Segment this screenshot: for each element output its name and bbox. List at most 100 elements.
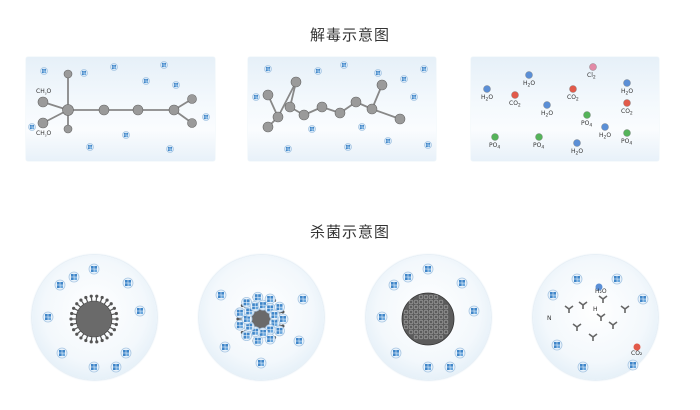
water-molecule-icon — [445, 362, 455, 372]
product-molecule: H2O — [523, 72, 535, 89]
water-molecule-icon — [309, 126, 316, 133]
water-molecule-icon — [345, 144, 352, 151]
svg-text:H2O: H2O — [481, 94, 493, 103]
svg-text:Cl2: Cl2 — [587, 72, 596, 81]
water-molecule-icon — [253, 336, 263, 346]
water-molecule-icon — [423, 264, 433, 274]
virus-fragment — [579, 302, 587, 309]
product-molecule: CO2 — [567, 86, 579, 103]
water-molecule-icon — [235, 308, 245, 318]
organophosphate-molecule-icon: CH₃O CH₃O — [26, 57, 215, 161]
water-molecule-icon — [612, 274, 622, 284]
water-molecule-icon — [298, 294, 308, 304]
sterilize-step-4: H₂O CO₂ N H — [533, 255, 658, 380]
water-molecule-icon — [638, 294, 648, 304]
water-molecule-icon — [423, 362, 433, 372]
water-molecule-icon — [421, 66, 428, 73]
virus-shell-icon — [366, 255, 491, 380]
water-molecule-icon — [572, 274, 582, 284]
sterilize-step-1 — [32, 255, 157, 380]
virus-fragment — [565, 306, 573, 313]
detox-panel-organophosphate: CH₃O CH₃O — [26, 57, 215, 161]
water-molecule-icon — [43, 312, 53, 322]
sterilize-step-3 — [366, 255, 491, 380]
svg-text:H2O: H2O — [599, 132, 611, 141]
water-molecule-icon — [385, 138, 392, 145]
water-molecule-icon — [216, 290, 226, 300]
water-molecule-icon — [69, 272, 79, 282]
product-molecule: PO4 — [489, 134, 500, 151]
co2-label: CO₂ — [631, 350, 643, 357]
h2o-label: H₂O — [595, 288, 607, 295]
water-molecule-icon — [315, 68, 322, 75]
virus-fragment — [589, 334, 597, 341]
water-molecule-icon — [111, 362, 121, 372]
water-molecule-icon — [135, 306, 145, 316]
water-molecule-icon — [173, 82, 180, 89]
water-molecule-icon — [242, 331, 252, 341]
sterilize-diagram-title: 杀菌示意图 — [0, 221, 700, 242]
n-label: N — [547, 315, 552, 322]
water-molecule-icon — [411, 94, 418, 101]
product-molecule: H2O — [571, 140, 583, 157]
water-molecule-icon — [359, 124, 366, 131]
water-molecule-icon — [29, 124, 36, 131]
water-molecule-icon — [57, 348, 67, 358]
svg-text:PO4: PO4 — [533, 142, 544, 151]
svg-text:H2O: H2O — [571, 148, 583, 157]
virus-fragments-icon: H₂O CO₂ N H — [533, 255, 658, 380]
virus-fragment — [609, 322, 617, 329]
product-molecule: PO4 — [621, 130, 632, 147]
svg-text:CO2: CO2 — [509, 100, 521, 109]
virus-icon — [32, 255, 157, 380]
virus-icon — [69, 295, 118, 344]
water-molecule-icon — [256, 358, 266, 368]
water-molecule-icon — [265, 66, 272, 73]
water-molecule-icon — [161, 62, 168, 69]
water-molecule-icon — [220, 342, 230, 352]
water-molecule-icon — [294, 336, 304, 346]
water-molecule-icon — [89, 362, 99, 372]
water-molecule-icon — [269, 310, 279, 320]
water-molecule-icon — [41, 68, 48, 75]
water-molecule-icon — [389, 280, 399, 290]
sterilize-step-2 — [199, 255, 324, 380]
svg-text:CO2: CO2 — [567, 94, 579, 103]
water-molecule-icon — [552, 340, 562, 350]
detox-panel-chain — [248, 57, 436, 161]
water-molecule-icon — [111, 64, 118, 71]
ch3o-label: CH₃O — [36, 88, 52, 97]
water-molecule-icon — [285, 146, 292, 153]
water-molecule-icon — [548, 290, 558, 300]
water-molecule-icon — [253, 94, 260, 101]
virus-shell-icon — [402, 293, 454, 345]
water-molecule-icon — [167, 146, 174, 153]
product-molecule: H2O — [541, 102, 553, 119]
svg-text:H2O: H2O — [621, 88, 633, 97]
water-molecule-icon — [377, 312, 387, 322]
water-molecule-icon — [578, 362, 588, 372]
svg-text:H2O: H2O — [541, 110, 553, 119]
water-molecule-icon — [275, 326, 285, 336]
virus-fragment — [573, 324, 581, 331]
h-label: H — [593, 306, 598, 313]
product-molecule: H2O — [481, 86, 493, 103]
water-molecule-icon — [425, 142, 432, 149]
water-molecule-icon — [265, 294, 275, 304]
svg-text:PO4: PO4 — [581, 120, 592, 129]
virus-fragment — [597, 314, 605, 321]
detox-diagram-title: 解毒示意图 — [0, 24, 700, 45]
water-molecule-icon — [123, 132, 130, 139]
water-molecule-icon — [375, 70, 382, 77]
product-molecule: CO2 — [621, 100, 633, 117]
product-molecule: Cl2 — [587, 64, 597, 81]
product-molecule: PO4 — [533, 134, 544, 151]
water-molecule-icon — [403, 272, 413, 282]
svg-text:CO2: CO2 — [621, 108, 633, 117]
water-molecule-icon — [143, 78, 150, 85]
ch3o-label-lower: CH₃O — [36, 130, 52, 139]
water-molecule-icon — [123, 278, 133, 288]
water-molecule-icon — [391, 348, 401, 358]
water-molecule-icon — [628, 360, 638, 370]
